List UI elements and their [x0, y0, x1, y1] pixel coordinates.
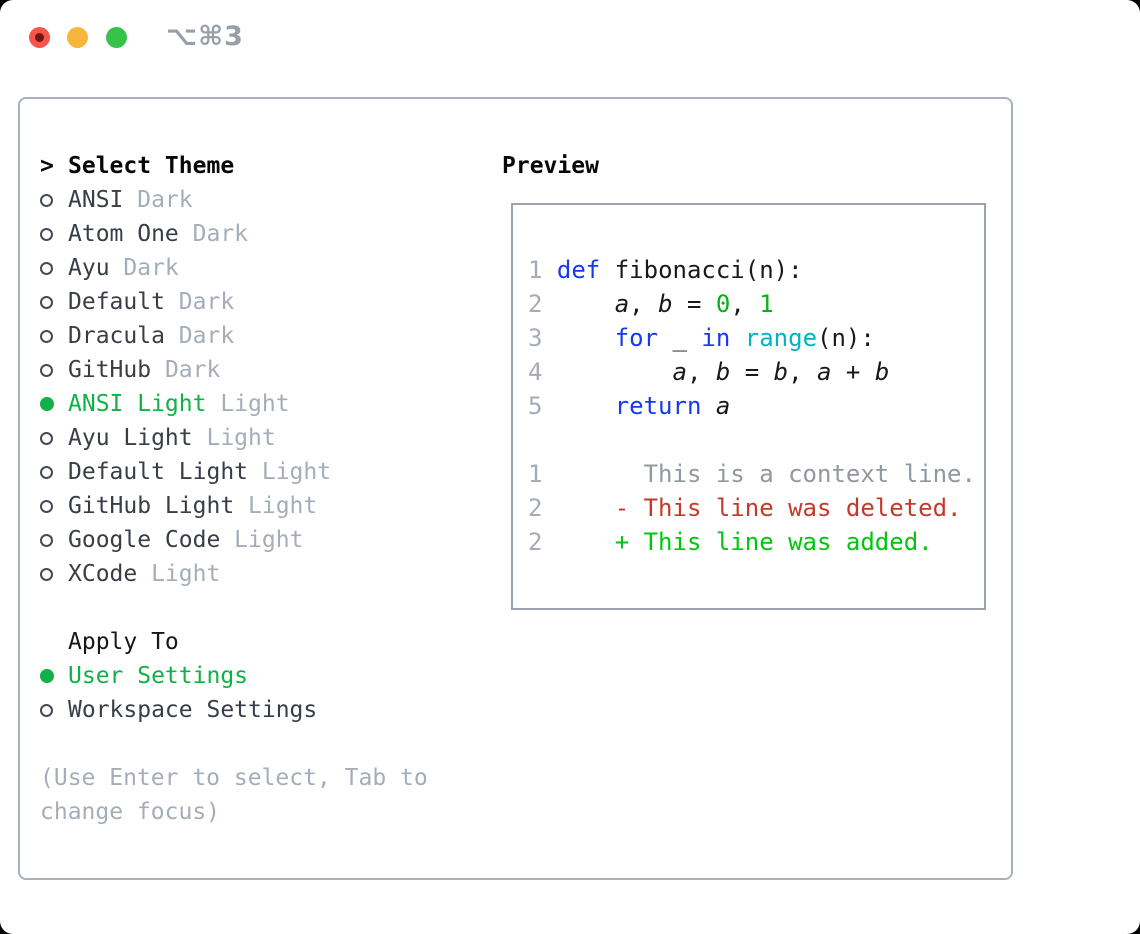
theme-name: Dracula [68, 323, 165, 349]
theme-name: GitHub [68, 357, 152, 383]
theme-option[interactable]: Dracula Dark [40, 319, 428, 353]
theme-name: Google Code [68, 527, 221, 553]
theme-name: Ayu Light [68, 425, 193, 451]
focus-marker-cell: > [40, 153, 68, 179]
help-text: (Use Enter to select, Tab to [40, 765, 428, 791]
code-line: 3 for _ in range(n): [528, 324, 875, 352]
close-button[interactable] [29, 27, 50, 48]
code-line: 1 def fibonacci(n): [528, 256, 803, 284]
apply-to-option[interactable]: Workspace Settings [40, 693, 428, 727]
theme-option[interactable]: Ayu Dark [40, 251, 428, 285]
theme-variant: Light [234, 493, 318, 519]
theme-option[interactable]: ANSI Dark [40, 183, 428, 217]
select-theme-header: > Select Theme [40, 149, 428, 183]
theme-variant: Dark [164, 289, 235, 315]
theme-option[interactable]: Ayu Light Light [40, 421, 428, 455]
theme-option[interactable]: GitHub Light Light [40, 489, 428, 523]
section-title: Select Theme [68, 153, 235, 179]
titlebar: ⌥⌘3 [0, 0, 1140, 76]
radio-selected-icon [40, 669, 68, 683]
minimize-button[interactable] [67, 27, 88, 48]
diff-line: 2 - This line was deleted. [528, 494, 962, 522]
theme-name: Default Light [68, 459, 249, 485]
theme-name: ANSI [68, 187, 124, 213]
diff-line: 2 + This line was added. [528, 528, 933, 556]
theme-option[interactable]: Atom One Dark [40, 217, 428, 251]
radio-unselected-icon [40, 261, 68, 275]
apply-to-option[interactable]: User Settings [40, 659, 428, 693]
theme-variant: Light [192, 425, 276, 451]
theme-option[interactable]: Google Code Light [40, 523, 428, 557]
theme-name: Ayu [68, 255, 110, 281]
apply-to-header: Apply To [40, 625, 428, 659]
radio-unselected-icon [40, 227, 68, 241]
code-preview: 1 def fibonacci(n): 2 a, b = 0, 1 3 for _ … [528, 253, 984, 559]
section-title: Apply To [68, 629, 179, 655]
radio-unselected-icon [40, 499, 68, 513]
theme-variant: Light [248, 459, 332, 485]
theme-option[interactable]: XCode Light [40, 557, 428, 591]
help-text: change focus) [40, 799, 221, 825]
theme-variant: Light [220, 527, 304, 553]
apply-to-label: User Settings [68, 663, 249, 689]
theme-name: GitHub Light [68, 493, 235, 519]
theme-option[interactable]: GitHub Dark [40, 353, 428, 387]
radio-unselected-icon [40, 703, 68, 717]
apply-to-label: Workspace Settings [68, 697, 318, 723]
radio-unselected-icon [40, 533, 68, 547]
radio-selected-icon [40, 397, 68, 411]
zoom-button[interactable] [106, 27, 127, 48]
theme-variant: Dark [151, 357, 221, 383]
radio-unselected-icon [40, 193, 68, 207]
radio-unselected-icon [40, 295, 68, 309]
focus-marker: > [40, 153, 54, 179]
theme-name: ANSI Light [68, 391, 207, 417]
radio-unselected-icon [40, 431, 68, 445]
theme-name: XCode [68, 561, 138, 587]
theme-variant: Light [137, 561, 221, 587]
radio-unselected-icon [40, 363, 68, 377]
theme-variant: Light [206, 391, 290, 417]
radio-unselected-icon [40, 465, 68, 479]
diff-line: 1 This is a context line. [528, 460, 976, 488]
code-line: 4 a, b = b, a + b [528, 358, 890, 386]
code-line: 2 a, b = 0, 1 [528, 290, 774, 318]
theme-option[interactable]: Default Light Light [40, 455, 428, 489]
preview-title: Preview [502, 153, 599, 179]
theme-option[interactable]: Default Dark [40, 285, 428, 319]
theme-variant: Dark [178, 221, 249, 247]
preview-pane: 1 def fibonacci(n): 2 a, b = 0, 1 3 for _ … [511, 203, 986, 610]
theme-variant: Dark [123, 187, 193, 213]
radio-unselected-icon [40, 567, 68, 581]
theme-option[interactable]: ANSI Light Light [40, 387, 428, 421]
theme-variant: Dark [109, 255, 179, 281]
theme-name: Atom One [68, 221, 179, 247]
code-line: 5 return a [528, 392, 731, 420]
theme-name: Default [68, 289, 165, 315]
theme-variant: Dark [164, 323, 235, 349]
window-shortcut-label: ⌥⌘3 [166, 21, 244, 52]
radio-unselected-icon [40, 329, 68, 343]
